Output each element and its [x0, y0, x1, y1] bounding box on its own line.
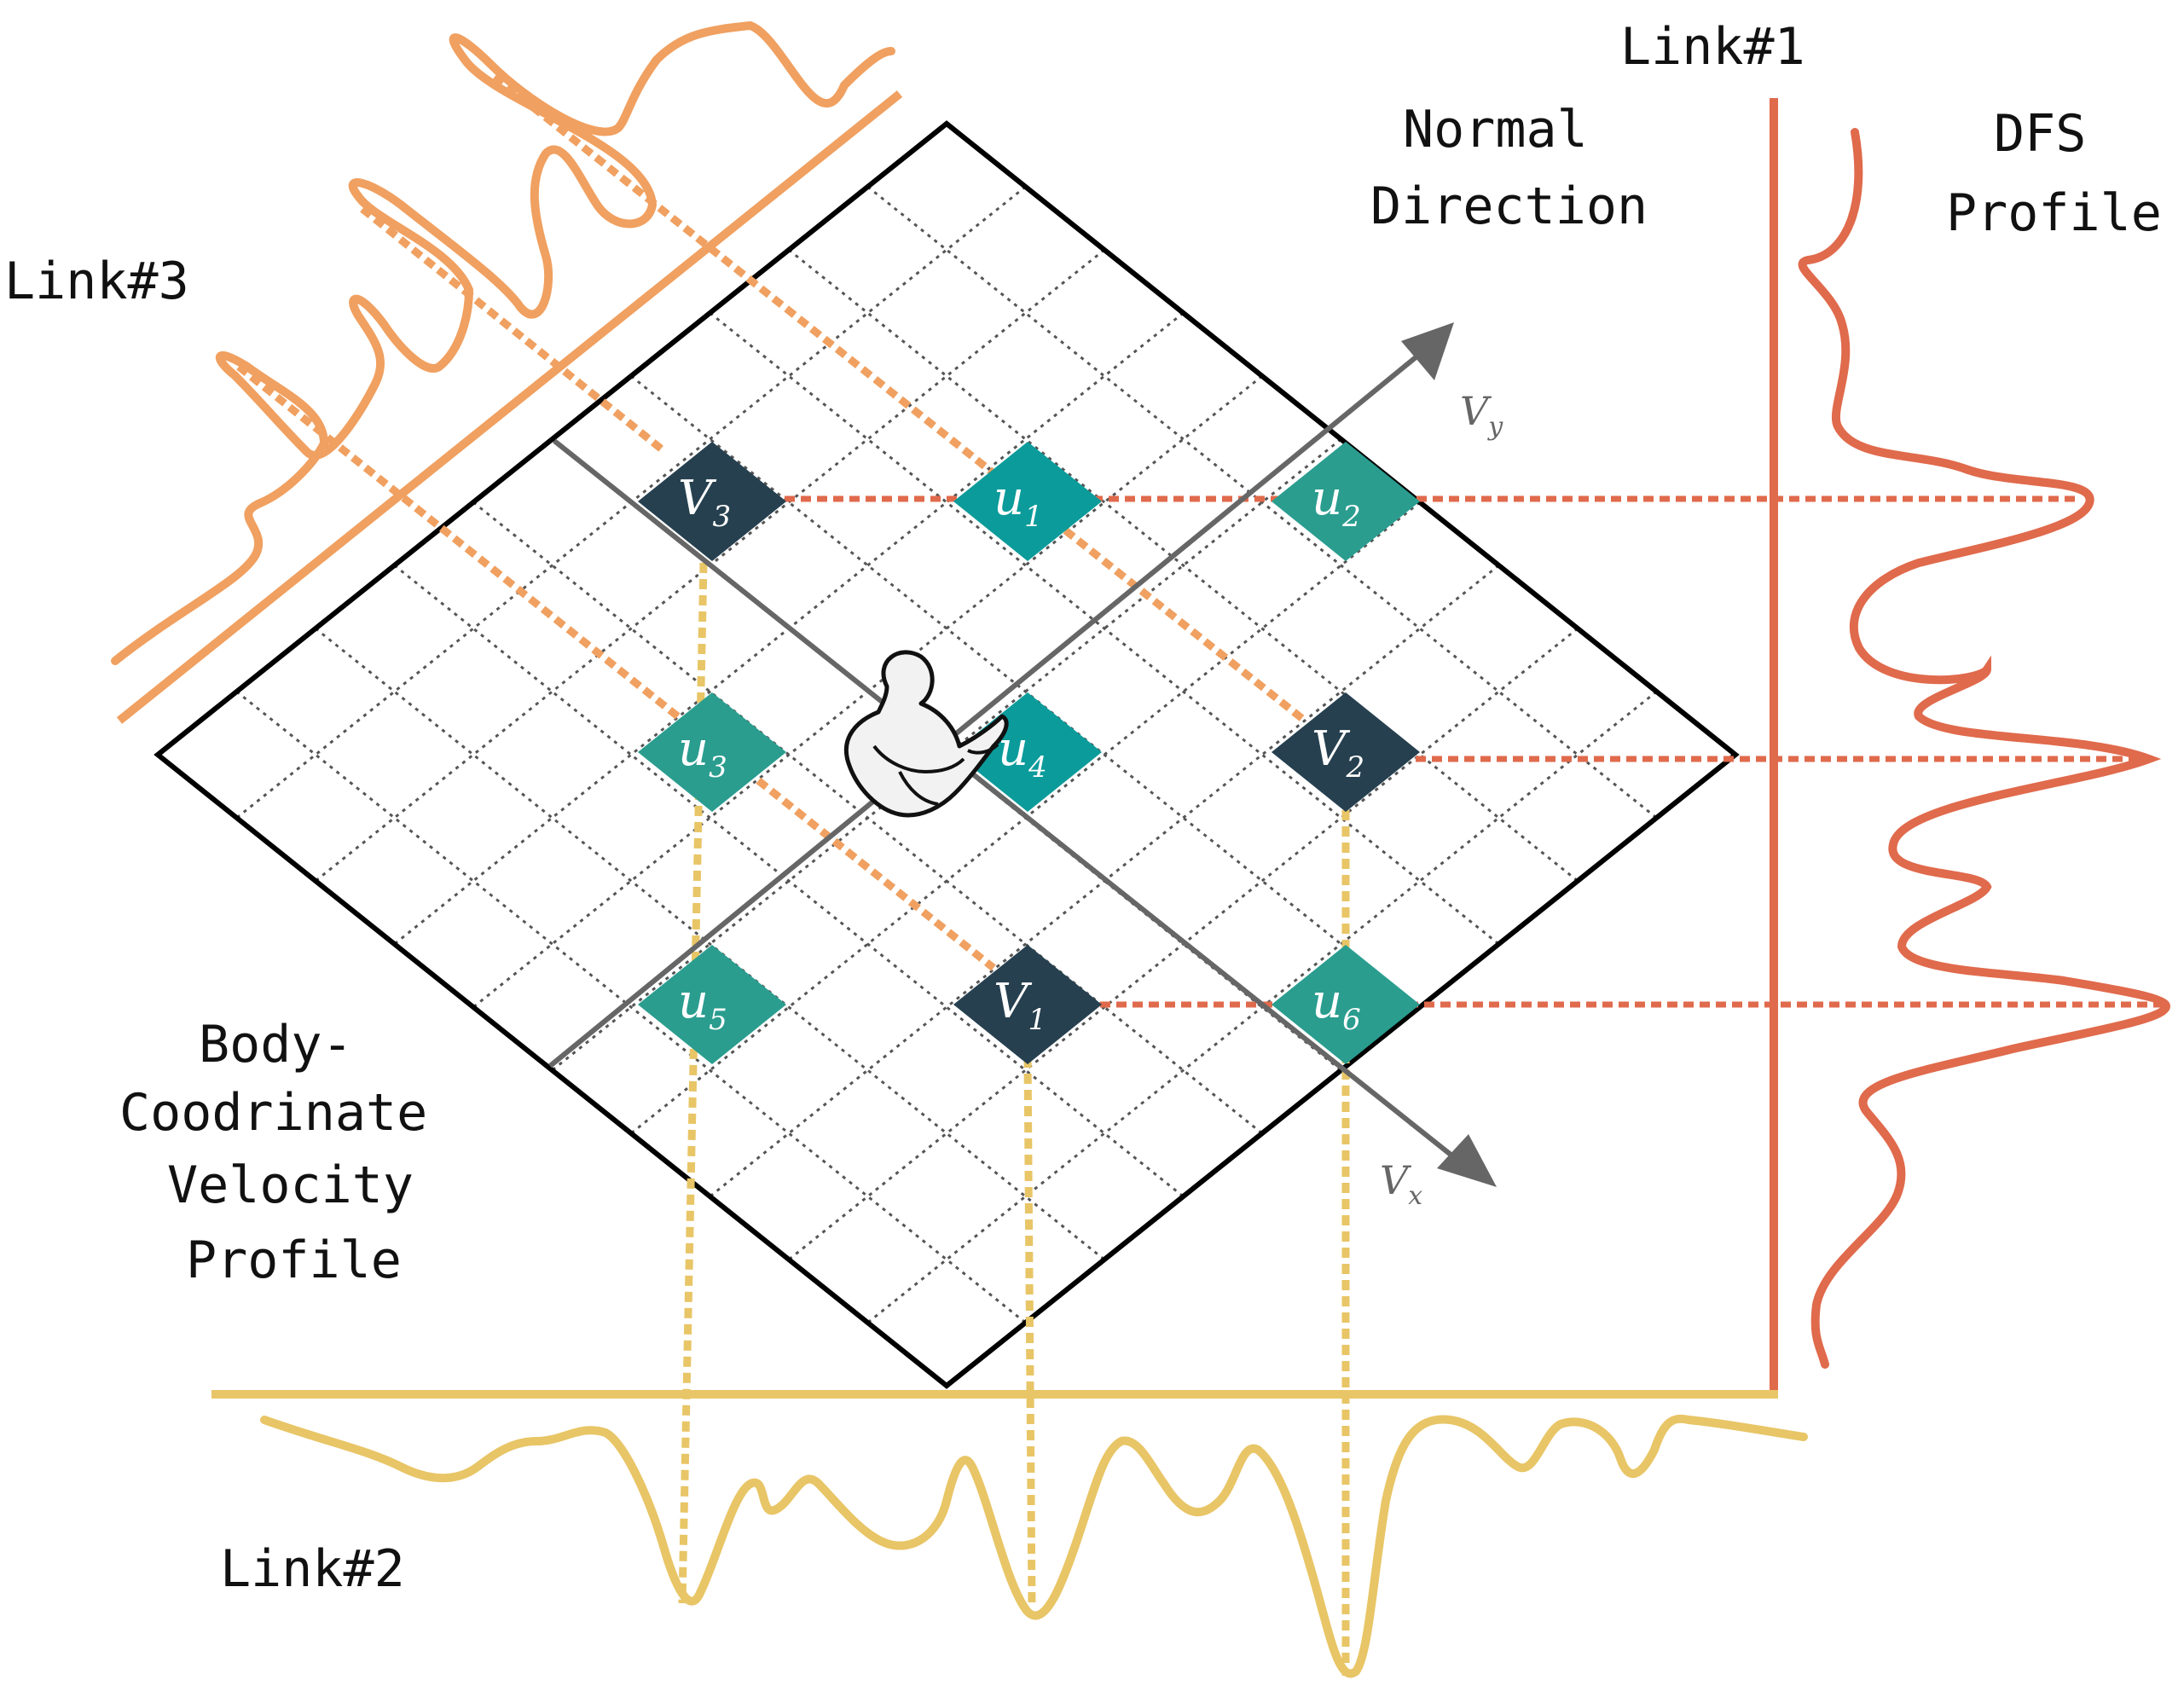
svg-text:u2: u2 [1312, 471, 1361, 534]
proj-link3-v3 [360, 206, 668, 455]
svg-text:V2: V2 [1312, 721, 1364, 785]
cell-u1: u1 [953, 442, 1102, 561]
link1-group [1770, 98, 2171, 1390]
grid-line [235, 690, 1027, 1324]
link3-group [111, 20, 903, 724]
grid-line [630, 374, 1421, 1009]
proj-link3-v2 [492, 73, 1307, 724]
bvp-label-4: Profile [186, 1231, 402, 1290]
cell-u3: u3 [638, 692, 786, 812]
vy-arrowhead [1401, 322, 1454, 380]
grid-line [393, 564, 1185, 1198]
bvp-label-2: Coodrinate [119, 1083, 427, 1143]
grid-line [788, 248, 1579, 883]
cells: u1 u2 V3 u3 u4 V2 u5 V1 [638, 442, 1420, 1064]
grid-line [315, 627, 1105, 1261]
cell-u5: u5 [638, 945, 786, 1064]
text-labels: Link#1 Link#3 Link#2 Normal Direction DF… [4, 17, 2162, 1599]
link1-label: Link#1 [1620, 17, 1805, 77]
normal-direction-label-2: Direction [1370, 177, 1648, 236]
grid-border [154, 120, 1740, 1389]
body-axes: Vx Vy [548, 322, 1503, 1211]
grid-line [866, 185, 1658, 820]
svg-text:u6: u6 [1312, 974, 1361, 1037]
svg-text:V1: V1 [994, 974, 1046, 1037]
dfs-profile-signal [1798, 128, 2171, 1369]
svg-text:u4: u4 [998, 721, 1047, 785]
svg-text:u5: u5 [678, 974, 727, 1037]
vx-arrowhead [1437, 1134, 1497, 1187]
cell-u2: u2 [1272, 442, 1420, 561]
vx-label: Vx [1380, 1157, 1422, 1211]
bvp-label-1: Body- [199, 1015, 353, 1074]
svg-text:u1: u1 [994, 471, 1043, 534]
proj-link2-v1 [1023, 1057, 1036, 1604]
person-sitting-icon [843, 650, 1009, 818]
dfs-profile-label-2: Profile [1946, 183, 2162, 243]
link3-label: Link#3 [4, 252, 189, 311]
link2-group [211, 1390, 1808, 1678]
svg-text:u3: u3 [678, 721, 727, 785]
vx-axis [553, 438, 1464, 1167]
proj-link3-v1 [236, 363, 996, 971]
link3-baseline [116, 90, 903, 724]
grid-line [709, 311, 1500, 946]
normal-direction-label-1: Normal [1403, 100, 1588, 159]
proj-link2-v3 [678, 562, 708, 1604]
vy-axis [548, 351, 1422, 1069]
bvp-label-3: Velocity [167, 1155, 414, 1215]
cell-v1: V1 [953, 945, 1102, 1064]
svg-text:V3: V3 [678, 471, 731, 534]
cell-u6: u6 [1272, 945, 1420, 1064]
cell-v3: V3 [638, 442, 786, 561]
cell-u4: u4 [953, 692, 1102, 812]
dfs-profile-label-1: DFS [1994, 104, 2086, 164]
cell-v2: V2 [1272, 692, 1420, 812]
vy-label: Vy [1460, 388, 1503, 442]
link2-signal [260, 1414, 1808, 1678]
link2-label: Link#2 [220, 1539, 405, 1599]
link3-signal [111, 20, 895, 665]
